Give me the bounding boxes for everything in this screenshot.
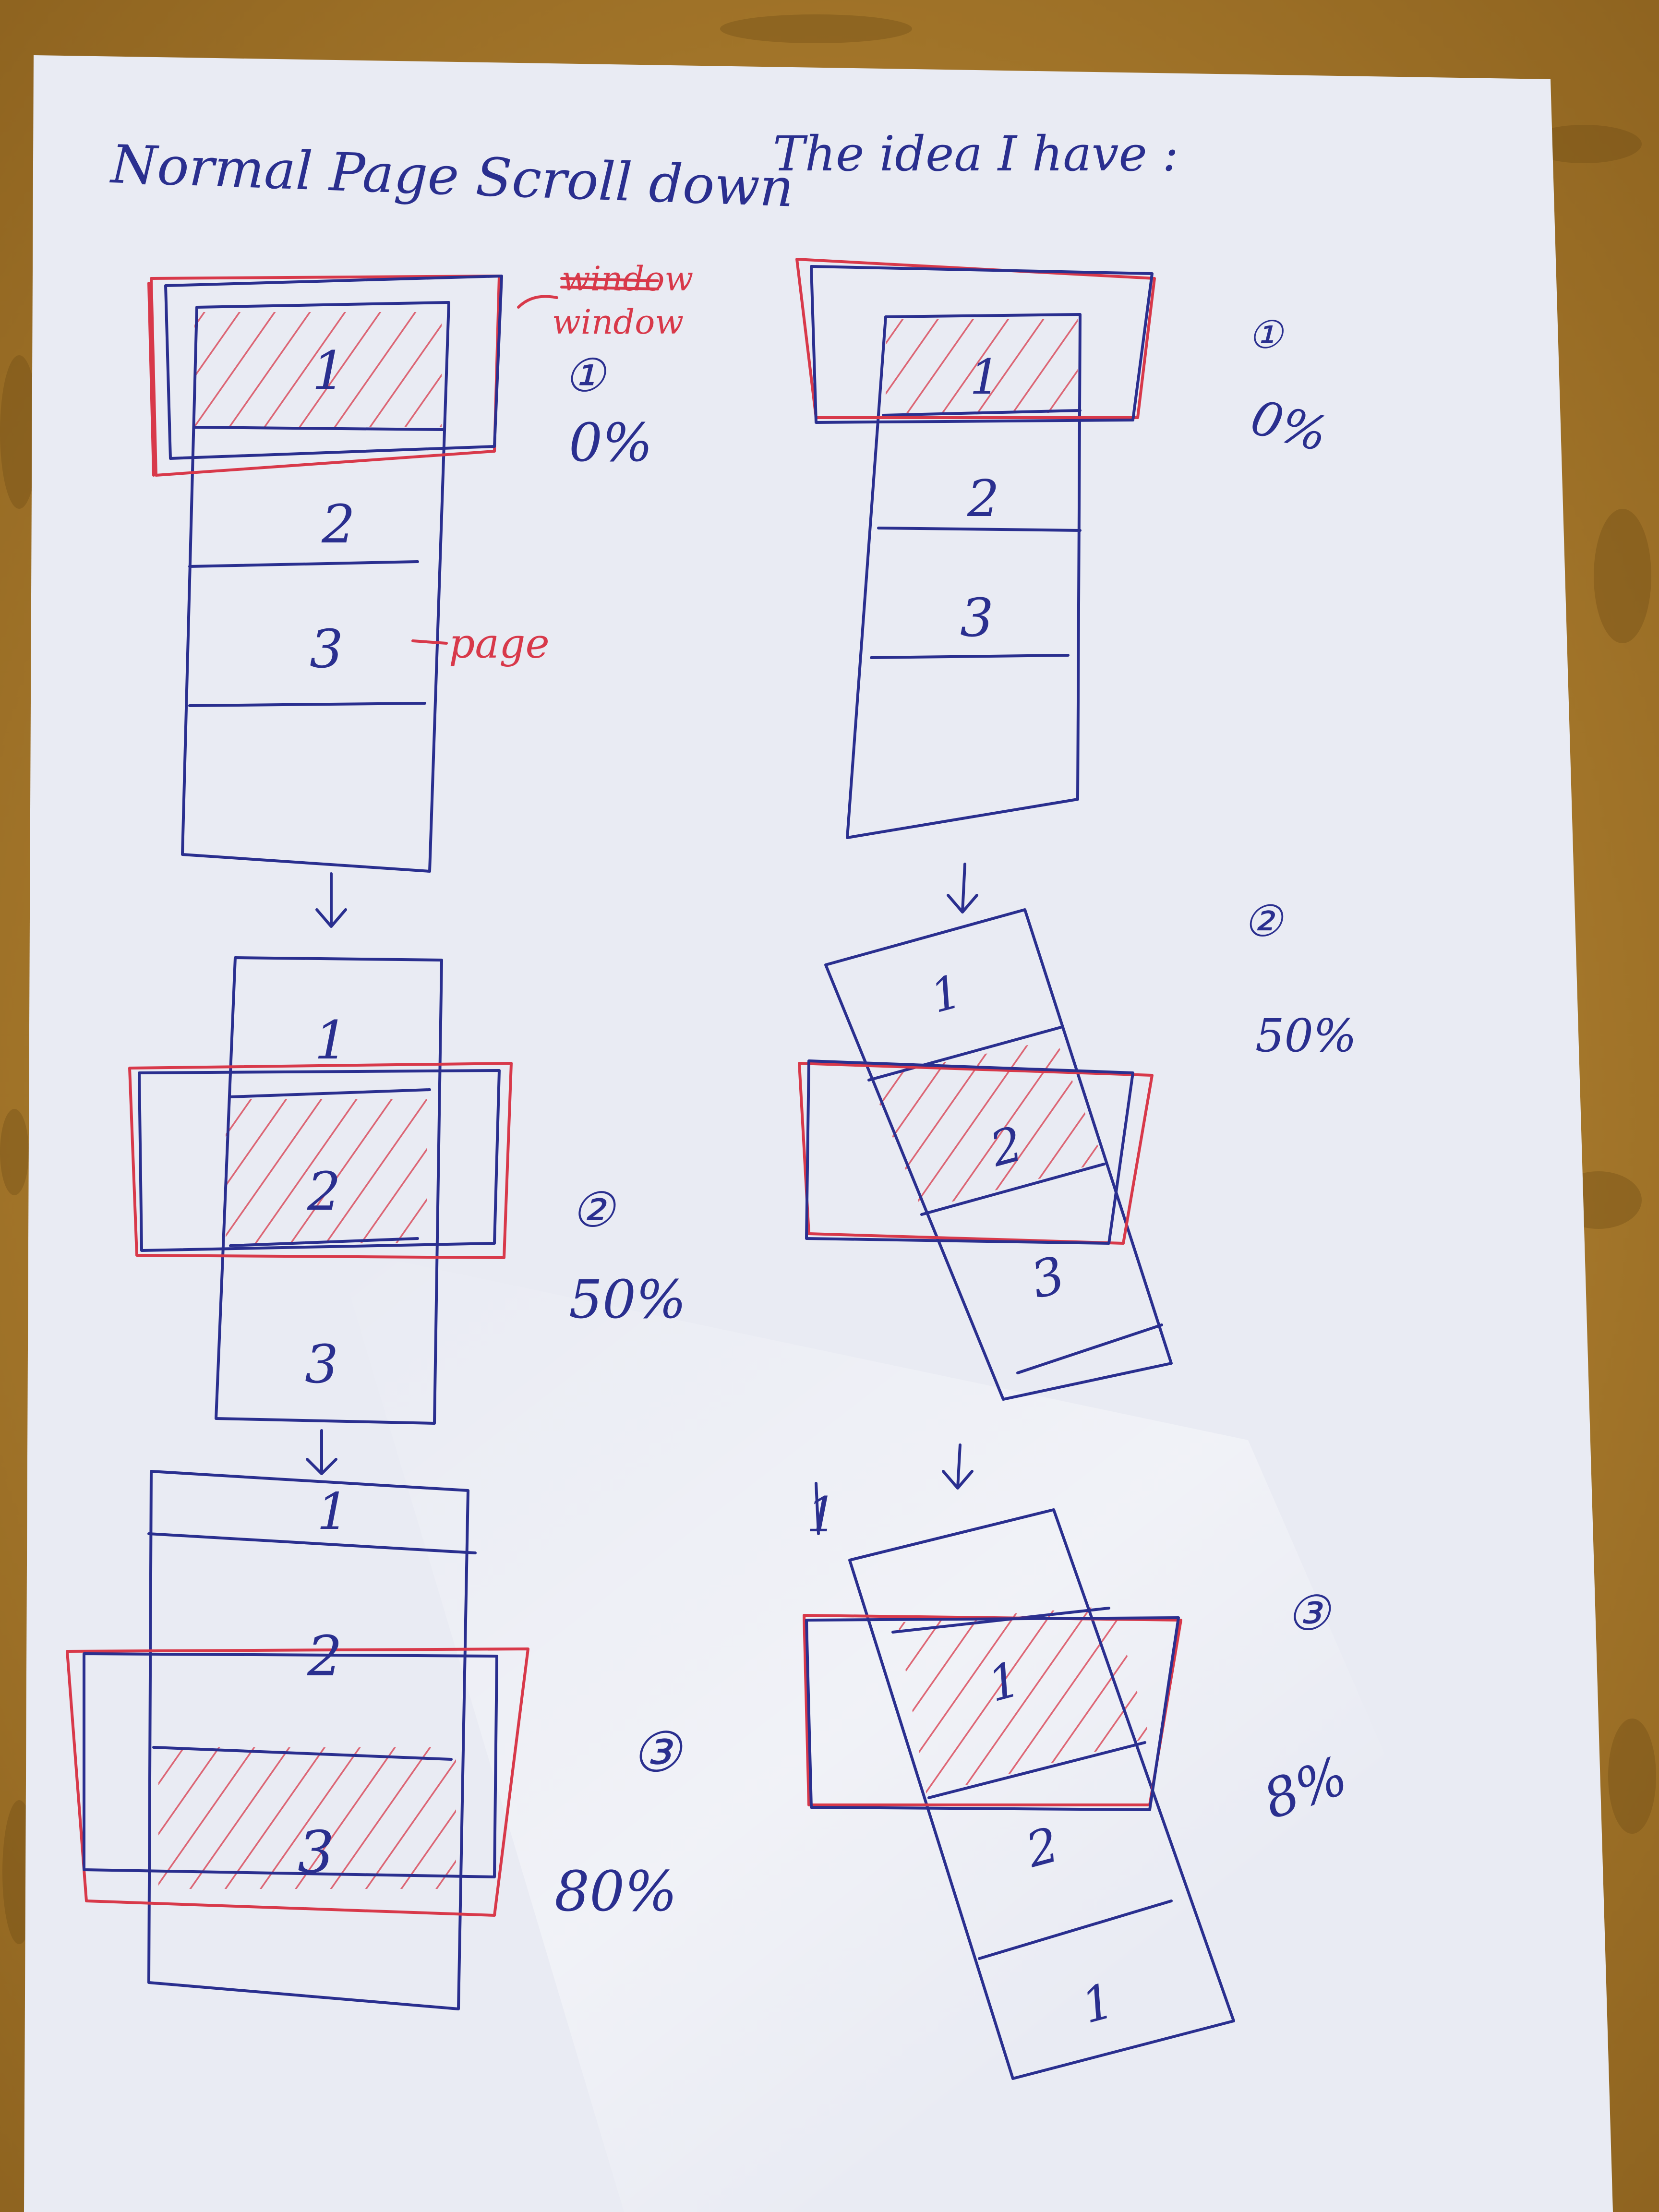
left-step1-percent: 0% (569, 412, 653, 473)
right-step2-marker: ② (1243, 896, 1284, 947)
right-step2-percent: 50% (1255, 1010, 1357, 1062)
right-step3-marker: ③ (1286, 1585, 1332, 1641)
left-step1-marker: ① (564, 349, 607, 402)
left-step3-page (147, 1470, 477, 2010)
arrow-down-icon-4 (942, 1443, 974, 1490)
left-step2-marker: ② (571, 1182, 616, 1238)
right-step2-diagram (798, 908, 1173, 1490)
left-step1-section-1: 1 (312, 340, 346, 401)
left-step1-hatched-section (194, 312, 442, 427)
left-step3-window-blue (83, 1652, 498, 1878)
arrow-down-icon-2 (306, 1429, 337, 1475)
left-step1-window (147, 275, 501, 477)
right-step2-page (824, 908, 1173, 1401)
page-label-pointer (411, 639, 448, 645)
left-step3-diagram (66, 1470, 529, 2010)
left-step2-section-1: 1 (314, 1010, 348, 1071)
right-step2-window (798, 1062, 1154, 1245)
left-step2-hatched-section (226, 1099, 427, 1243)
left-step2-percent: 50% (569, 1269, 686, 1330)
left-step2-section-2: 2 (307, 1161, 341, 1222)
left-step2-window-blue (138, 1069, 501, 1252)
right-step3-diagram (803, 1482, 1235, 2080)
left-step2-section-3: 3 (305, 1334, 338, 1395)
arrow-down-icon-3 (947, 863, 978, 914)
left-step2-diagram (128, 956, 513, 1475)
left-step3-window (66, 1647, 529, 1917)
arrow-down-icon (315, 872, 347, 928)
left-step3-section-2: 2 (307, 1624, 342, 1689)
left-step3-section-1: 1 (317, 1482, 349, 1541)
right-step1-hatched-section (886, 319, 1078, 413)
right-step1-section-2: 2 (967, 469, 999, 528)
left-step3-hatched-section (158, 1747, 456, 1889)
left-step1-section-2: 2 (321, 493, 355, 555)
window-label-strike (560, 277, 659, 290)
left-step2-window (128, 1062, 513, 1259)
left-step1-section-3: 3 (310, 618, 343, 680)
right-step1-section-1: 1 (970, 349, 1000, 405)
right-step1-window-blue (810, 265, 1154, 424)
left-step1-diagram (147, 275, 659, 928)
right-step3-section-4: 1 (806, 1487, 837, 1543)
right-step1-diagram (795, 258, 1156, 914)
right-step2-window-blue (805, 1059, 1134, 1245)
right-step1-marker: ① (1248, 313, 1285, 357)
left-step3-percent: 80% (554, 1860, 677, 1924)
right-step3-hatched-section (898, 1606, 1150, 1795)
window-label: window (552, 302, 684, 342)
window-label-crossed: window (562, 259, 693, 299)
left-step1-window-blue (164, 275, 503, 460)
page-label: page (449, 620, 550, 668)
right-step1-page (846, 313, 1082, 839)
right-step1-section-3: 3 (960, 587, 994, 649)
right-heading: The idea I have : (773, 126, 1178, 182)
window-label-pointer (517, 295, 558, 309)
left-step3-section-3: 3 (298, 1819, 334, 1886)
left-step1-page (181, 301, 450, 873)
right-step2-hatched-section (869, 1039, 1104, 1210)
left-step2-page (215, 956, 443, 1425)
right-step3-window-blue (805, 1616, 1180, 1811)
left-step3-marker: ③ (631, 1720, 683, 1785)
